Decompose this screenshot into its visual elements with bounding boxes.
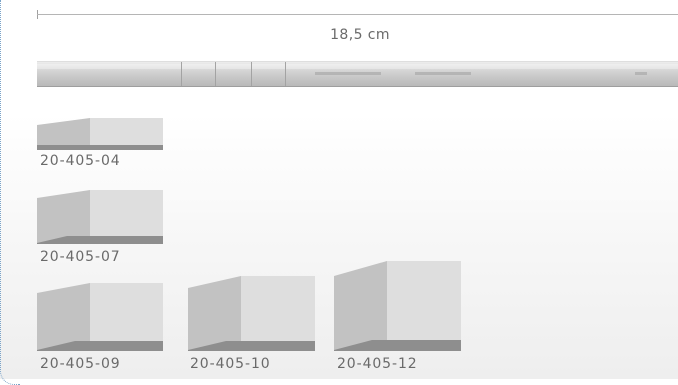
block-image <box>188 276 315 351</box>
block-image <box>37 118 163 150</box>
item-code: 20-405-12 <box>337 356 418 372</box>
instrument-engraving <box>315 72 381 75</box>
instrument-segment-line <box>251 62 252 86</box>
instrument-image <box>37 61 678 87</box>
item-code: 20-405-04 <box>40 153 121 169</box>
frame-dotted-border <box>0 0 20 385</box>
item-code: 20-405-10 <box>190 356 271 372</box>
instrument-highlight <box>37 64 678 69</box>
block-image <box>37 190 163 244</box>
instrument-engraving <box>635 72 647 75</box>
instrument-engraving <box>415 72 471 75</box>
block-image <box>334 261 461 351</box>
instrument-segment-line <box>181 62 182 86</box>
item-code: 20-405-07 <box>40 249 121 265</box>
block-image <box>37 283 163 351</box>
instrument-segment-line <box>215 62 216 86</box>
length-label: 18,5 cm <box>330 27 390 43</box>
instrument-segment-line <box>285 62 286 86</box>
item-code: 20-405-09 <box>40 356 121 372</box>
dimension-line <box>37 14 678 15</box>
